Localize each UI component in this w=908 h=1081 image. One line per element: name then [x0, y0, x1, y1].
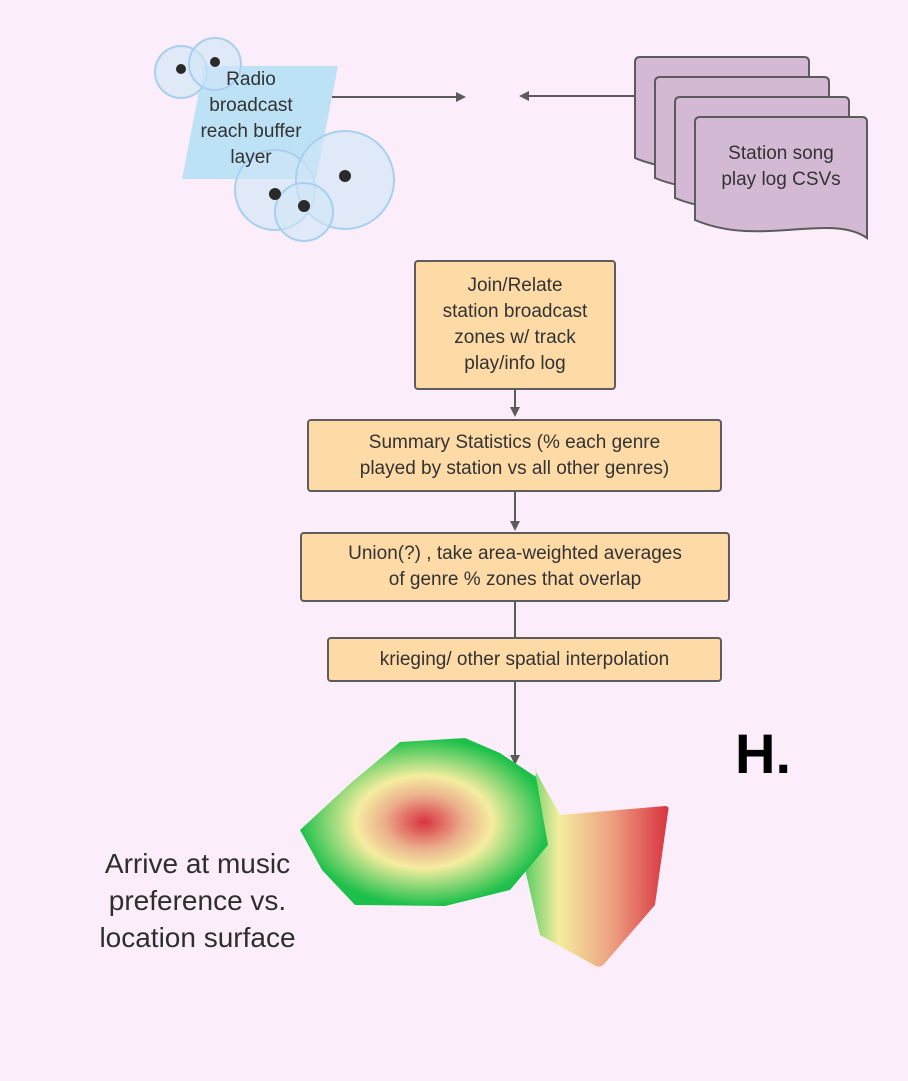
station-point — [269, 188, 281, 200]
kriging-step: krieging/ other spatial interpolation — [327, 637, 722, 682]
summary-statistics-step: Summary Statistics (% each genre played … — [307, 419, 722, 492]
buffer-parallelogram — [182, 66, 338, 179]
surface-polygon-right — [512, 770, 669, 967]
buffer-layer-label: Radio broadcast reach buffer layer — [200, 69, 302, 168]
station-point — [176, 64, 186, 74]
join-relate-step: Join/Relate station broadcast zones w/ t… — [414, 260, 616, 390]
preference-surface — [300, 738, 669, 967]
panel-letter: H. — [735, 722, 791, 785]
union-average-step: Union(?) , take area-weighted averages o… — [300, 532, 730, 602]
csv-logs-label: Station song play log CSVs — [721, 143, 841, 190]
document-sheet — [694, 116, 868, 240]
connectors — [332, 91, 635, 765]
surface-hexagon — [300, 738, 548, 906]
station-point — [298, 200, 310, 212]
station-point — [210, 57, 220, 67]
csv-documents-shape — [634, 56, 868, 240]
station-point — [339, 170, 351, 182]
output-label: Arrive at music preference vs. location … — [99, 848, 296, 953]
buffer-layer-shape — [154, 37, 395, 242]
